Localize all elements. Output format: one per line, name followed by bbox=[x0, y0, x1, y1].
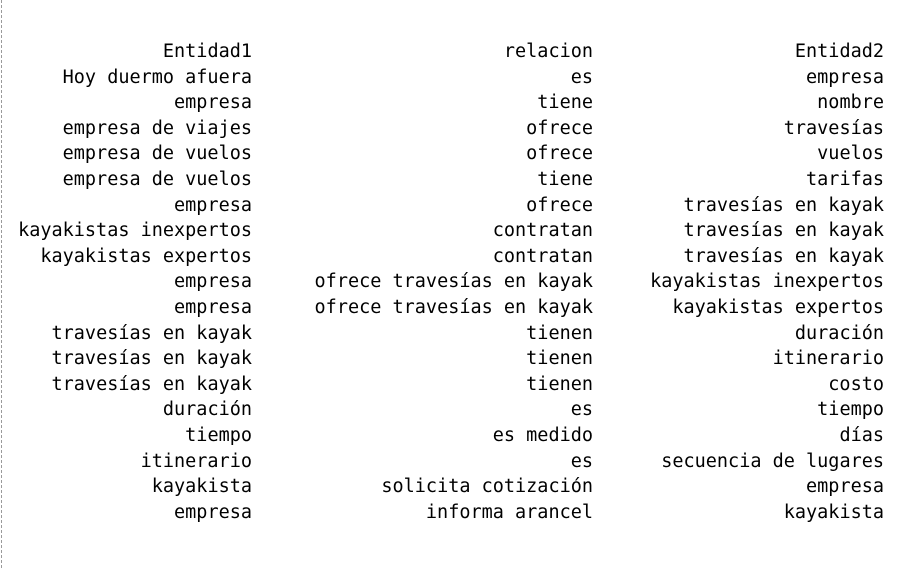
entidad2-cell: duración bbox=[794, 322, 884, 344]
table-row: duración es tiempo bbox=[0, 397, 913, 423]
relacion-cell: es bbox=[570, 399, 593, 421]
entidad1-cell: kayakista bbox=[151, 476, 252, 498]
left-border-rule bbox=[1, 0, 2, 568]
header-entidad2: Entidad2 bbox=[794, 41, 884, 62]
relacion-cell: ofrece bbox=[526, 117, 593, 139]
table-row: empresa de vuelos tiene tarifas bbox=[0, 167, 913, 193]
table-row: empresa de vuelos ofrece vuelos bbox=[0, 141, 913, 167]
relacion-cell: ofrece travesías en kayak bbox=[314, 271, 593, 293]
entidad1-cell: kayakistas expertos bbox=[40, 245, 252, 267]
table-row: Hoy duermo afuera es empresa bbox=[0, 65, 913, 91]
entidad2-cell: travesías bbox=[783, 117, 884, 139]
relacion-cell: ofrece bbox=[526, 143, 593, 165]
table-header-row: Entidad1 relacion Entidad2 bbox=[0, 39, 913, 65]
table-row: empresa ofrece travesías en kayak kayakist… bbox=[0, 269, 913, 295]
entidad2-cell: itinerario bbox=[772, 348, 884, 370]
relacion-cell: solicita cotización bbox=[381, 476, 593, 498]
entidad1-cell: empresa de vuelos bbox=[62, 168, 252, 190]
relacion-cell: ofrece bbox=[526, 194, 593, 216]
table-row: travesías en kayak tienen itinerario bbox=[0, 346, 913, 372]
entidad1-cell: empresa bbox=[174, 92, 252, 114]
entidad1-cell: travesías en kayak bbox=[51, 348, 252, 370]
table-row: kayakistas expertos contratan travesías en… bbox=[0, 244, 913, 270]
entidad2-cell: costo bbox=[828, 373, 884, 395]
entidad2-cell: travesías en kayak bbox=[683, 220, 884, 242]
relacion-cell: informa arancel bbox=[425, 501, 593, 523]
relacion-cell: es bbox=[570, 450, 593, 472]
relacion-cell: es bbox=[570, 66, 593, 88]
entidad2-cell: kayakistas expertos bbox=[672, 296, 884, 318]
entidad1-cell: empresa bbox=[174, 501, 252, 523]
table-row: empresa de viajes ofrece travesías bbox=[0, 116, 913, 142]
entidad1-cell: empresa bbox=[174, 296, 252, 318]
relacion-cell: contratan bbox=[492, 245, 593, 267]
entidad2-cell: vuelos bbox=[817, 143, 884, 165]
table-row: travesías en kayak tienen duración bbox=[0, 321, 913, 347]
entidad2-cell: kayakista bbox=[783, 501, 884, 523]
relacion-cell: tienen bbox=[526, 348, 593, 370]
entidad2-cell: nombre bbox=[817, 92, 884, 114]
entidad2-cell: días bbox=[839, 424, 884, 446]
table-row: kayakista solicita cotización empresa bbox=[0, 474, 913, 500]
table-row: empresa ofrece travesías en kayak bbox=[0, 193, 913, 219]
entidad1-cell: empresa bbox=[174, 271, 252, 293]
entidad1-cell: duración bbox=[162, 399, 252, 421]
entidad1-cell: empresa bbox=[174, 194, 252, 216]
entidad1-cell: tiempo bbox=[185, 424, 252, 446]
relacion-cell: es medido bbox=[492, 424, 593, 446]
entidad1-cell: kayakistas inexpertos bbox=[18, 220, 252, 242]
relacion-cell: tienen bbox=[526, 322, 593, 344]
relacion-cell: tienen bbox=[526, 373, 593, 395]
entidad1-cell: Hoy duermo afuera bbox=[62, 66, 252, 88]
entidad2-cell: secuencia de lugares bbox=[661, 450, 884, 472]
entidad2-cell: kayakistas inexpertos bbox=[650, 271, 884, 293]
entidad1-cell: travesías en kayak bbox=[51, 322, 252, 344]
table-row: empresa tiene nombre bbox=[0, 90, 913, 116]
entidad1-cell: empresa de vuelos bbox=[62, 143, 252, 165]
entidad2-cell: travesías en kayak bbox=[683, 194, 884, 216]
header-entidad1: Entidad1 bbox=[162, 41, 252, 62]
entidad2-cell: empresa bbox=[806, 476, 884, 498]
table-row: tiempo es medido días bbox=[0, 423, 913, 449]
relacion-cell: tiene bbox=[537, 92, 593, 114]
relations-table: Entidad1 relacion Entidad2 Hoy duermo af… bbox=[0, 39, 913, 525]
entidad1-cell: empresa de viajes bbox=[62, 117, 252, 139]
entidad2-cell: tarifas bbox=[806, 168, 884, 190]
entidad2-cell: tiempo bbox=[817, 399, 884, 421]
entidad2-cell: travesías en kayak bbox=[683, 245, 884, 267]
entidad2-cell: empresa bbox=[806, 66, 884, 88]
table-row: kayakistas inexpertos contratan travesías … bbox=[0, 218, 913, 244]
entidad1-cell: travesías en kayak bbox=[51, 373, 252, 395]
relacion-cell: ofrece travesías en kayak bbox=[314, 296, 593, 318]
relacion-cell: contratan bbox=[492, 220, 593, 242]
table-row: itinerario es secuencia de lugares bbox=[0, 449, 913, 475]
table-row: empresa ofrece travesías en kayak kayakist… bbox=[0, 295, 913, 321]
relacion-cell: tiene bbox=[537, 168, 593, 190]
table-row: empresa informa arancel kayakista bbox=[0, 500, 913, 526]
entidad1-cell: itinerario bbox=[140, 450, 252, 472]
table-row: travesías en kayak tienen costo bbox=[0, 372, 913, 398]
header-relacion: relacion bbox=[503, 41, 593, 62]
